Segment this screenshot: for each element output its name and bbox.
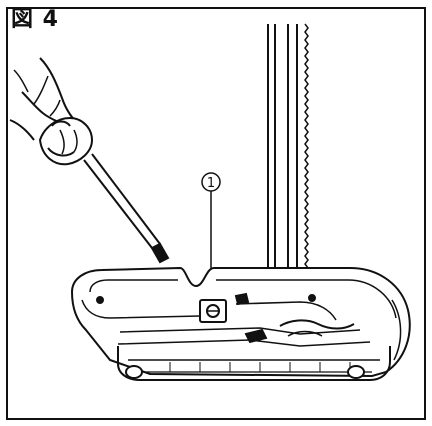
figure-label: 図 4 bbox=[11, 7, 59, 32]
callout-number: 1 bbox=[207, 176, 215, 191]
presser-foot bbox=[70, 266, 411, 381]
vertical-bar bbox=[267, 23, 309, 305]
screwdriver-icon bbox=[38, 116, 170, 264]
